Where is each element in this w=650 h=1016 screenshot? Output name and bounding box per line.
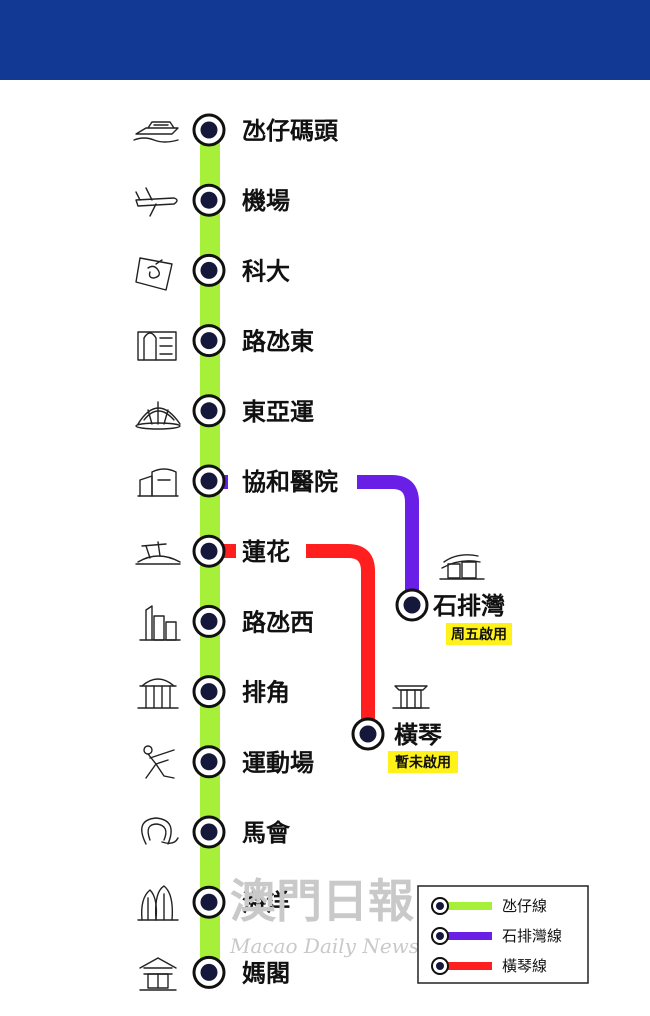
station-marker-dot: [200, 261, 218, 279]
station-name: 機場: [242, 187, 290, 215]
station-6[interactable]: 協和醫院: [192, 464, 338, 498]
legend-marker-dot: [436, 902, 444, 910]
hospital-icon: [137, 468, 179, 497]
station-name: 馬會: [242, 819, 291, 847]
legend-item: 橫琴線: [431, 957, 547, 975]
stadium-icon: [135, 401, 181, 430]
branch-station-name: 石排灣: [432, 592, 505, 620]
station-marker-dot: [200, 753, 218, 771]
ferry-icon: [133, 121, 179, 143]
station-name: 海洋: [242, 889, 290, 917]
pavilion-icon: [137, 678, 179, 709]
station-marker-dot: [200, 191, 218, 209]
temple-icon: [139, 957, 177, 991]
legend-item: 石排灣線: [431, 927, 562, 945]
station-marker-dot: [200, 472, 218, 490]
station-8[interactable]: 路氹西: [192, 604, 314, 638]
station-11[interactable]: 馬會: [192, 815, 291, 849]
station-name: 運動場: [242, 749, 314, 777]
branch-station-name: 橫琴: [394, 721, 442, 749]
station-marker-dot: [200, 683, 218, 701]
athlete-icon: [143, 745, 175, 779]
building-cluster-icon: [137, 885, 179, 921]
header-bar: [0, 0, 650, 80]
legend-label: 石排灣線: [502, 927, 562, 945]
station-name: 路氹東: [242, 328, 314, 356]
station-name: 科大: [242, 257, 290, 285]
station-2[interactable]: 機場: [192, 183, 290, 217]
station-3[interactable]: 科大: [192, 253, 290, 287]
legend-marker-dot: [436, 962, 444, 970]
status-badge: 周五啟用: [451, 626, 507, 643]
station-name: 媽閣: [242, 959, 290, 987]
university-icon: [135, 257, 173, 291]
station-name: 蓮花: [242, 538, 290, 566]
hengqin-icon: [392, 685, 430, 709]
station-marker-dot: [200, 963, 218, 981]
branch-station-seac-pai-van[interactable]: 石排灣 周五啟用: [395, 588, 512, 645]
station-marker-dot: [200, 332, 218, 350]
station-13[interactable]: 媽閣: [192, 955, 290, 989]
station-marker-dot: [200, 823, 218, 841]
station-marker-dot: [200, 612, 218, 630]
station-marker-dot: [200, 121, 218, 139]
legend-item: 氹仔線: [431, 897, 547, 915]
station-marker-dot: [200, 402, 218, 420]
legend-label: 氹仔線: [502, 897, 547, 915]
branch-station-hengqin[interactable]: 橫琴 暫未啟用: [351, 717, 458, 773]
seac-pai-van-icon: [439, 554, 485, 580]
station-name: 排角: [242, 679, 290, 707]
station-9[interactable]: 排角: [192, 675, 290, 709]
station-12[interactable]: 海洋: [192, 885, 290, 919]
horseshoe-icon: [141, 817, 179, 845]
legend-label: 橫琴線: [502, 957, 547, 975]
status-badge: 暫未啟用: [395, 754, 451, 771]
building-icon: [137, 331, 177, 361]
station-name: 東亞運: [242, 398, 314, 426]
station-name: 氹仔碼頭: [242, 117, 339, 145]
legend-marker-dot: [436, 932, 444, 940]
tower-icon: [139, 605, 181, 641]
station-10[interactable]: 運動場: [192, 745, 314, 779]
station-1[interactable]: 氹仔碼頭: [192, 113, 339, 147]
station-5[interactable]: 東亞運: [192, 394, 314, 428]
station-4[interactable]: 路氹東: [192, 324, 314, 358]
watermark-english: Macao Daily News: [229, 934, 419, 958]
station-7[interactable]: 蓮花: [192, 534, 290, 568]
airplane-icon: [135, 187, 178, 217]
watermark-chinese: 澳門日報: [230, 874, 414, 928]
station-name: 協和醫院: [242, 468, 338, 496]
station-marker-dot: [200, 893, 218, 911]
station-marker-dot: [200, 542, 218, 560]
station-name: 路氹西: [242, 608, 314, 636]
bridge-icon: [135, 541, 181, 565]
